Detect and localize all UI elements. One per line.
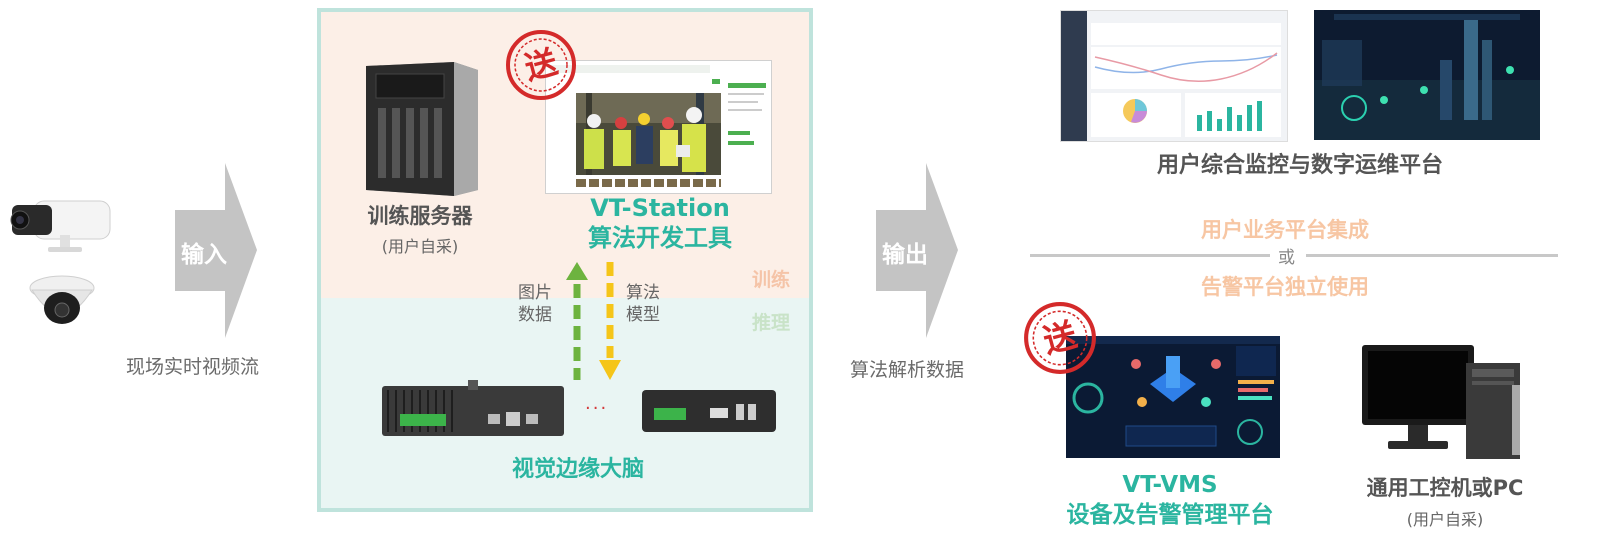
stamp-text-right: 送 <box>1039 315 1081 361</box>
input-arrow <box>175 163 257 338</box>
down-flow-line1: 算法 <box>626 283 660 303</box>
up-flow-line2: 数据 <box>518 305 552 325</box>
monitor-platform-title: 用户综合监控与数字运维平台 <box>1156 153 1443 178</box>
up-flow-line1: 图片 <box>518 283 552 303</box>
gift-stamp-icon-right: 送 <box>1024 302 1096 374</box>
dashboard-line-chart <box>1091 47 1281 89</box>
edge-brain-title: 视觉边缘大脑 <box>511 457 644 482</box>
vms-title: VT-VMS 设备及告警管理平台 <box>1040 470 1300 530</box>
deploy-model-arrow <box>599 262 621 380</box>
down-flow-label: 算法 模型 <box>626 282 660 326</box>
server-subtitle: (用户自采) <box>381 237 459 256</box>
station-title: VT-Station 算法开发工具 <box>575 193 745 253</box>
input-caption: 现场实时视频流 <box>126 356 260 378</box>
station-title-line1: VT-Station <box>590 194 730 222</box>
output-arrow-label: 输出 <box>882 242 928 268</box>
workers-photo <box>576 93 721 175</box>
input-arrow-label: 输入 <box>181 242 227 268</box>
integration-line2: 告警平台独立使用 <box>1201 275 1369 299</box>
station-screenshot <box>545 60 772 194</box>
vms-title-line2: 设备及告警管理平台 <box>1066 502 1274 528</box>
dashboard-pie-chart <box>1123 99 1147 123</box>
station-title-line2: 算法开发工具 <box>588 224 732 252</box>
infer-label: 推理 <box>752 312 791 334</box>
stamp-text: 送 <box>521 43 562 88</box>
bullet-camera-icon <box>10 200 111 252</box>
divider-left <box>1030 254 1270 257</box>
dome-camera-icon <box>29 275 95 324</box>
or-text: 或 <box>1278 248 1295 268</box>
digital-city-screenshot <box>1314 10 1540 140</box>
upload-data-arrow <box>566 262 588 380</box>
down-flow-line2: 模型 <box>626 305 660 325</box>
edge-box-large-icon <box>382 380 564 436</box>
tower-server-icon <box>366 62 478 196</box>
dashboard-screenshot <box>1060 10 1288 142</box>
edge-box-small-icon <box>642 390 776 432</box>
divider-right <box>1306 254 1558 257</box>
output-caption: 算法解析数据 <box>850 359 965 381</box>
vms-title-line1: VT-VMS <box>1122 472 1218 498</box>
integration-line1: 用户业务平台集成 <box>1201 218 1369 242</box>
desktop-pc-icon <box>1362 345 1520 459</box>
server-title: 训练服务器 <box>367 204 473 228</box>
output-arrow <box>876 163 958 338</box>
device-ellipsis: ··· <box>585 398 609 419</box>
pc-title: 通用工控机或PC <box>1366 476 1524 500</box>
up-flow-label: 图片 数据 <box>518 282 552 326</box>
gift-stamp-icon: 送 <box>506 30 576 100</box>
vms-screenshot <box>1066 336 1280 458</box>
train-label: 训练 <box>752 269 791 291</box>
pc-subtitle: (用户自采) <box>1406 510 1484 529</box>
